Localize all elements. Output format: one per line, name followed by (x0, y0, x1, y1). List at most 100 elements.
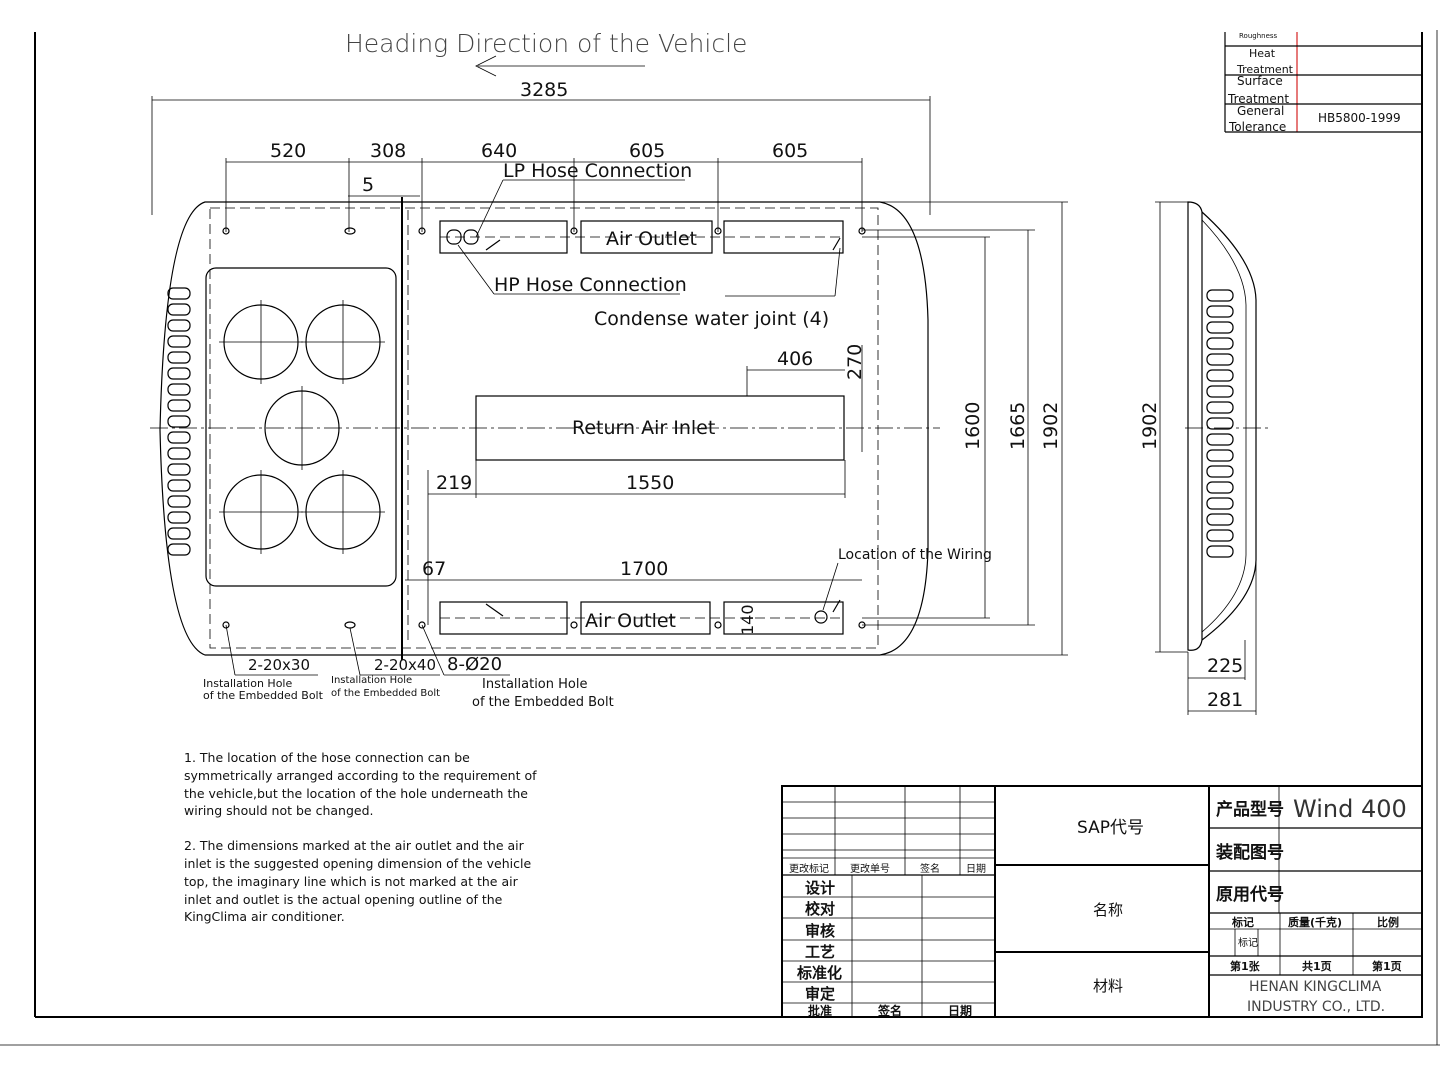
note-line: 1. The location of the hose connection c… (184, 750, 470, 765)
dim-140: 140 (738, 604, 757, 635)
product-model: Wind 400 (1293, 795, 1407, 823)
name-label: 名称 (1093, 901, 1123, 919)
rev-sign: 签名 (920, 862, 940, 875)
condenser-fan-panel (205, 267, 397, 587)
dim-overall: 3285 (520, 79, 568, 101)
total-label: 共1页 (1302, 959, 1332, 973)
note-line: top, the imaginary line which is not mar… (184, 874, 519, 889)
surface-label: Surface (1237, 74, 1283, 88)
check-label: 校对 (805, 900, 835, 918)
return-air-label: Return Air Inlet (572, 417, 715, 439)
dim-640: 640 (481, 140, 517, 162)
box-mark: 标记 (1238, 937, 1258, 949)
dim-605-a: 605 (629, 140, 665, 162)
design-label: 设计 (805, 879, 835, 897)
original-code-label: 原用代号 (1216, 884, 1284, 905)
rev-count: 更改标记 (789, 862, 829, 875)
condense-water-label: Condense water joint (4) (594, 308, 829, 330)
hole-b-text-2: of the Embedded Bolt (331, 688, 440, 699)
standardize-label: 标准化 (796, 964, 842, 982)
dim-520: 520 (270, 140, 306, 162)
air-outlet-bottom-label: Air Outlet (585, 610, 676, 632)
dim-1902: 1902 (1040, 402, 1062, 450)
side-view-cover (1201, 211, 1257, 641)
approve-label: 审定 (805, 985, 835, 1003)
side-dim-1902: 1902 (1139, 402, 1161, 450)
review-label: 审核 (805, 922, 835, 940)
dim-270: 270 (844, 344, 866, 380)
hp-hose-label: HP Hose Connection (494, 274, 687, 296)
dim-225: 225 (1207, 655, 1243, 677)
hole-b-spec: 2-20x40 (374, 656, 436, 674)
dim-308: 308 (370, 140, 406, 162)
dim-5: 5 (362, 174, 374, 196)
note-line: inlet is the suggested opening dimension… (184, 856, 531, 871)
hole-b-text-1: Installation Hole (331, 675, 412, 686)
approve2-label: 批准 (808, 1003, 832, 1018)
wiring-box (723, 601, 844, 635)
hole-c-spec: 8-Ø20 (447, 654, 502, 675)
heading-arrow-head (475, 55, 497, 77)
hole-a-text-1: Installation Hole (203, 677, 292, 690)
process-label: 工艺 (805, 943, 835, 961)
col-mark: 标记 (1231, 915, 1254, 929)
note-line: symmetrically arranged according to the … (184, 768, 537, 783)
lp-hose-label: LP Hose Connection (503, 160, 692, 182)
sign2-label: 签名 (877, 1003, 902, 1018)
heat-label-2: Treatment (1236, 63, 1294, 76)
date2-label: 日期 (948, 1003, 972, 1018)
dim-219: 219 (436, 472, 472, 494)
dim-1665: 1665 (1007, 402, 1029, 450)
dim-406: 406 (777, 348, 813, 370)
note-line: wiring should not be changed. (184, 803, 373, 818)
hp-hose-icon (463, 229, 479, 245)
install-holes (222, 227, 866, 629)
unit-outline-top-view (159, 201, 929, 656)
dim-1550: 1550 (626, 472, 674, 494)
hole-c-text-2: of the Embedded Bolt (472, 695, 614, 710)
louver-slots-left (167, 287, 191, 556)
dim-1600: 1600 (962, 402, 984, 450)
return-air-inlet (475, 395, 845, 461)
condenser-fans (219, 300, 385, 554)
wiring-hole (814, 610, 828, 624)
col-scale: 比例 (1377, 915, 1399, 929)
wiring-label: Location of the Wiring (838, 547, 992, 563)
air-outlet-top-label: Air Outlet (606, 228, 697, 250)
assembly-code-label: 装配图号 (1215, 842, 1284, 863)
note-line: the vehicle,but the location of the hole… (184, 786, 528, 801)
treatment-table: Roughness Heat Treatment Surface Treatme… (1224, 32, 1422, 134)
hole-c-text-1: Installation Hole (482, 677, 587, 692)
louver-slots-side (1206, 289, 1234, 558)
heat-label: Heat (1249, 47, 1276, 60)
product-model-label: 产品型号 (1216, 799, 1284, 820)
roughness-label: Roughness (1239, 32, 1278, 40)
rev-doc: 更改单号 (850, 862, 890, 875)
notes: 1. The location of the hose connection c… (184, 750, 537, 924)
general-label-2: Tolerance (1228, 120, 1286, 134)
dim-67: 67 (422, 558, 446, 580)
surface-label-2: Treatment (1227, 92, 1289, 106)
company-name-2: INDUSTRY CO., LTD. (1247, 999, 1385, 1015)
dim-605-b: 605 (772, 140, 808, 162)
page-label: 第1页 (1372, 959, 1402, 973)
dim-281: 281 (1207, 689, 1243, 711)
note-line: 2. The dimensions marked at the air outl… (184, 838, 525, 853)
lp-hose-icon (446, 229, 462, 245)
rev-date: 日期 (966, 863, 986, 875)
material-label: 材料 (1093, 977, 1123, 995)
air-outlet-top-right (723, 220, 844, 254)
general-label: General (1237, 104, 1284, 118)
note-line: KingClima air conditioner. (184, 909, 345, 924)
note-line: inlet and outlet is the actual opening o… (184, 892, 503, 907)
col-weight: 质量(千克) (1288, 915, 1342, 929)
hole-a-spec: 2-20x30 (248, 656, 310, 674)
sap-code: SAP代号 (1077, 818, 1144, 838)
side-view-body (1187, 201, 1203, 651)
hole-a-text-2: of the Embedded Bolt (203, 689, 324, 702)
heading-title: Heading Direction of the Vehicle (345, 29, 747, 58)
dim-1700: 1700 (620, 558, 668, 580)
standard-value: HB5800-1999 (1318, 111, 1401, 125)
title-block: 更改标记 更改单号 签名 日期 设计 校对 审核 工艺 标准化 审定 批准 签名… (781, 785, 1423, 1018)
